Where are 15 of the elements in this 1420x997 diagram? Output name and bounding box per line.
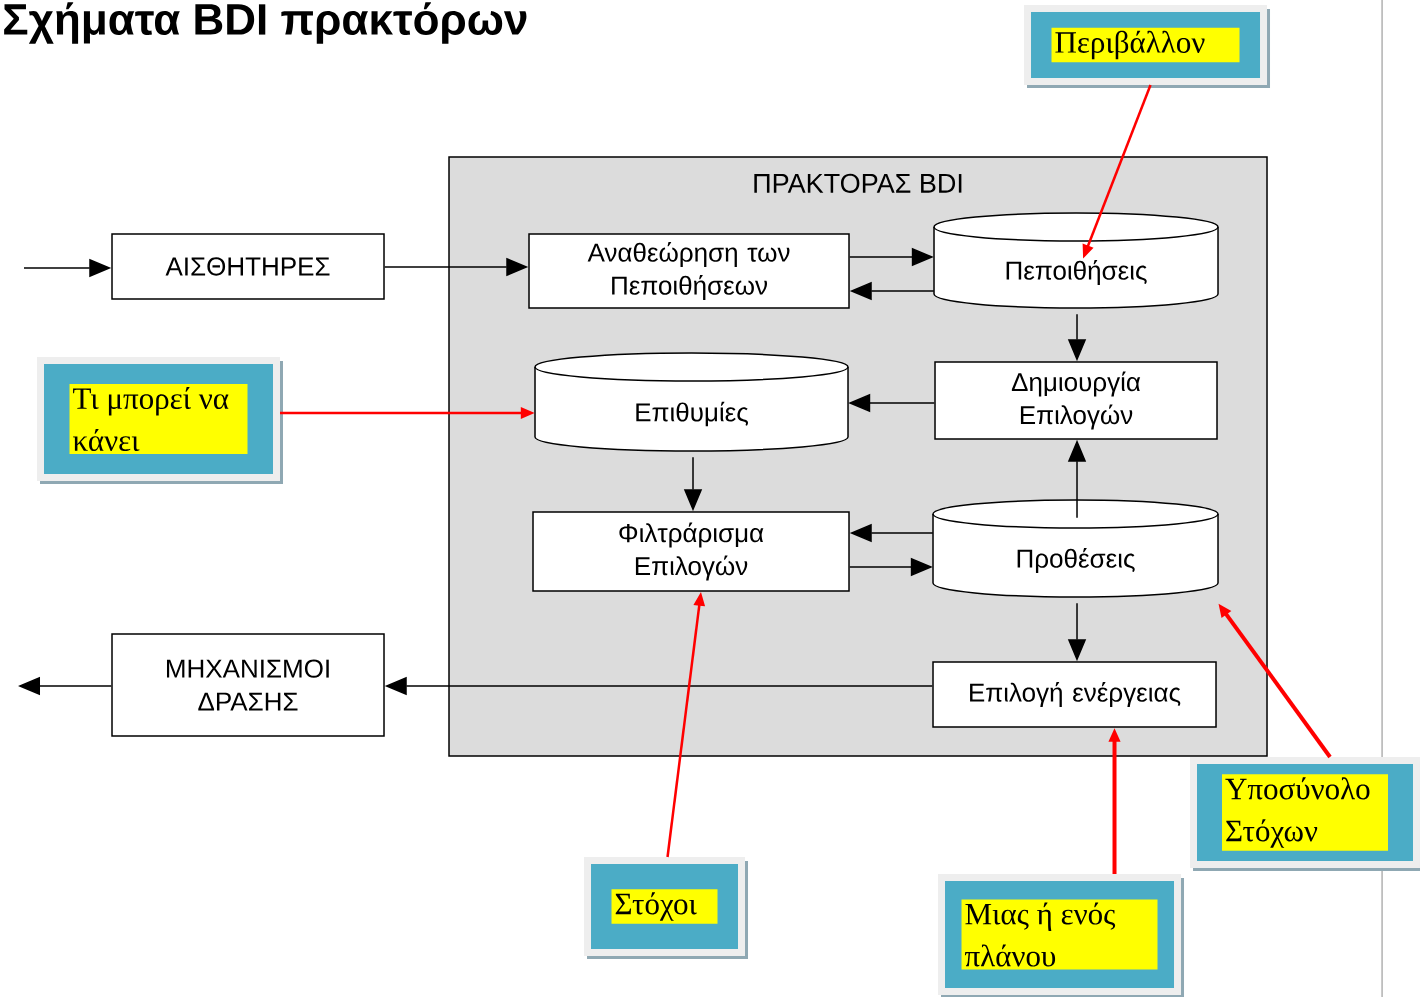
process-box: Δημιουργία Επιλογών (934, 361, 1218, 440)
process-box: ΑΙΣΘΗΤΗΡΕΣ (111, 233, 385, 300)
process-box: Φιλτράρισμα Επιλογών (532, 511, 850, 592)
database-cylinder: Πεποιθήσεις (933, 212, 1219, 309)
process-box: Επιλογή ενέργειας (932, 661, 1217, 728)
callout-box: Τι μπορεί να κάνει (37, 357, 283, 484)
callout-box: Περιβάλλον (1024, 5, 1270, 88)
callout-box: Στόχοι (584, 857, 748, 959)
callout-box: Μιας ή ενός πλάνου (938, 874, 1184, 997)
process-box: Αναθεώρηση των Πεποιθήσεων (528, 233, 850, 309)
database-cylinder: Προθέσεις (932, 499, 1219, 598)
title: Σχήματα BDI πρακτόρων (4, 2, 527, 44)
database-cylinder: Επιθυμίες (534, 352, 849, 452)
process-box: ΜΗΧΑΝΙΣΜΟΙ ΔΡΑΣΗΣ (111, 633, 385, 737)
callout-box: Υποσύνολο Στόχων (1190, 757, 1420, 871)
